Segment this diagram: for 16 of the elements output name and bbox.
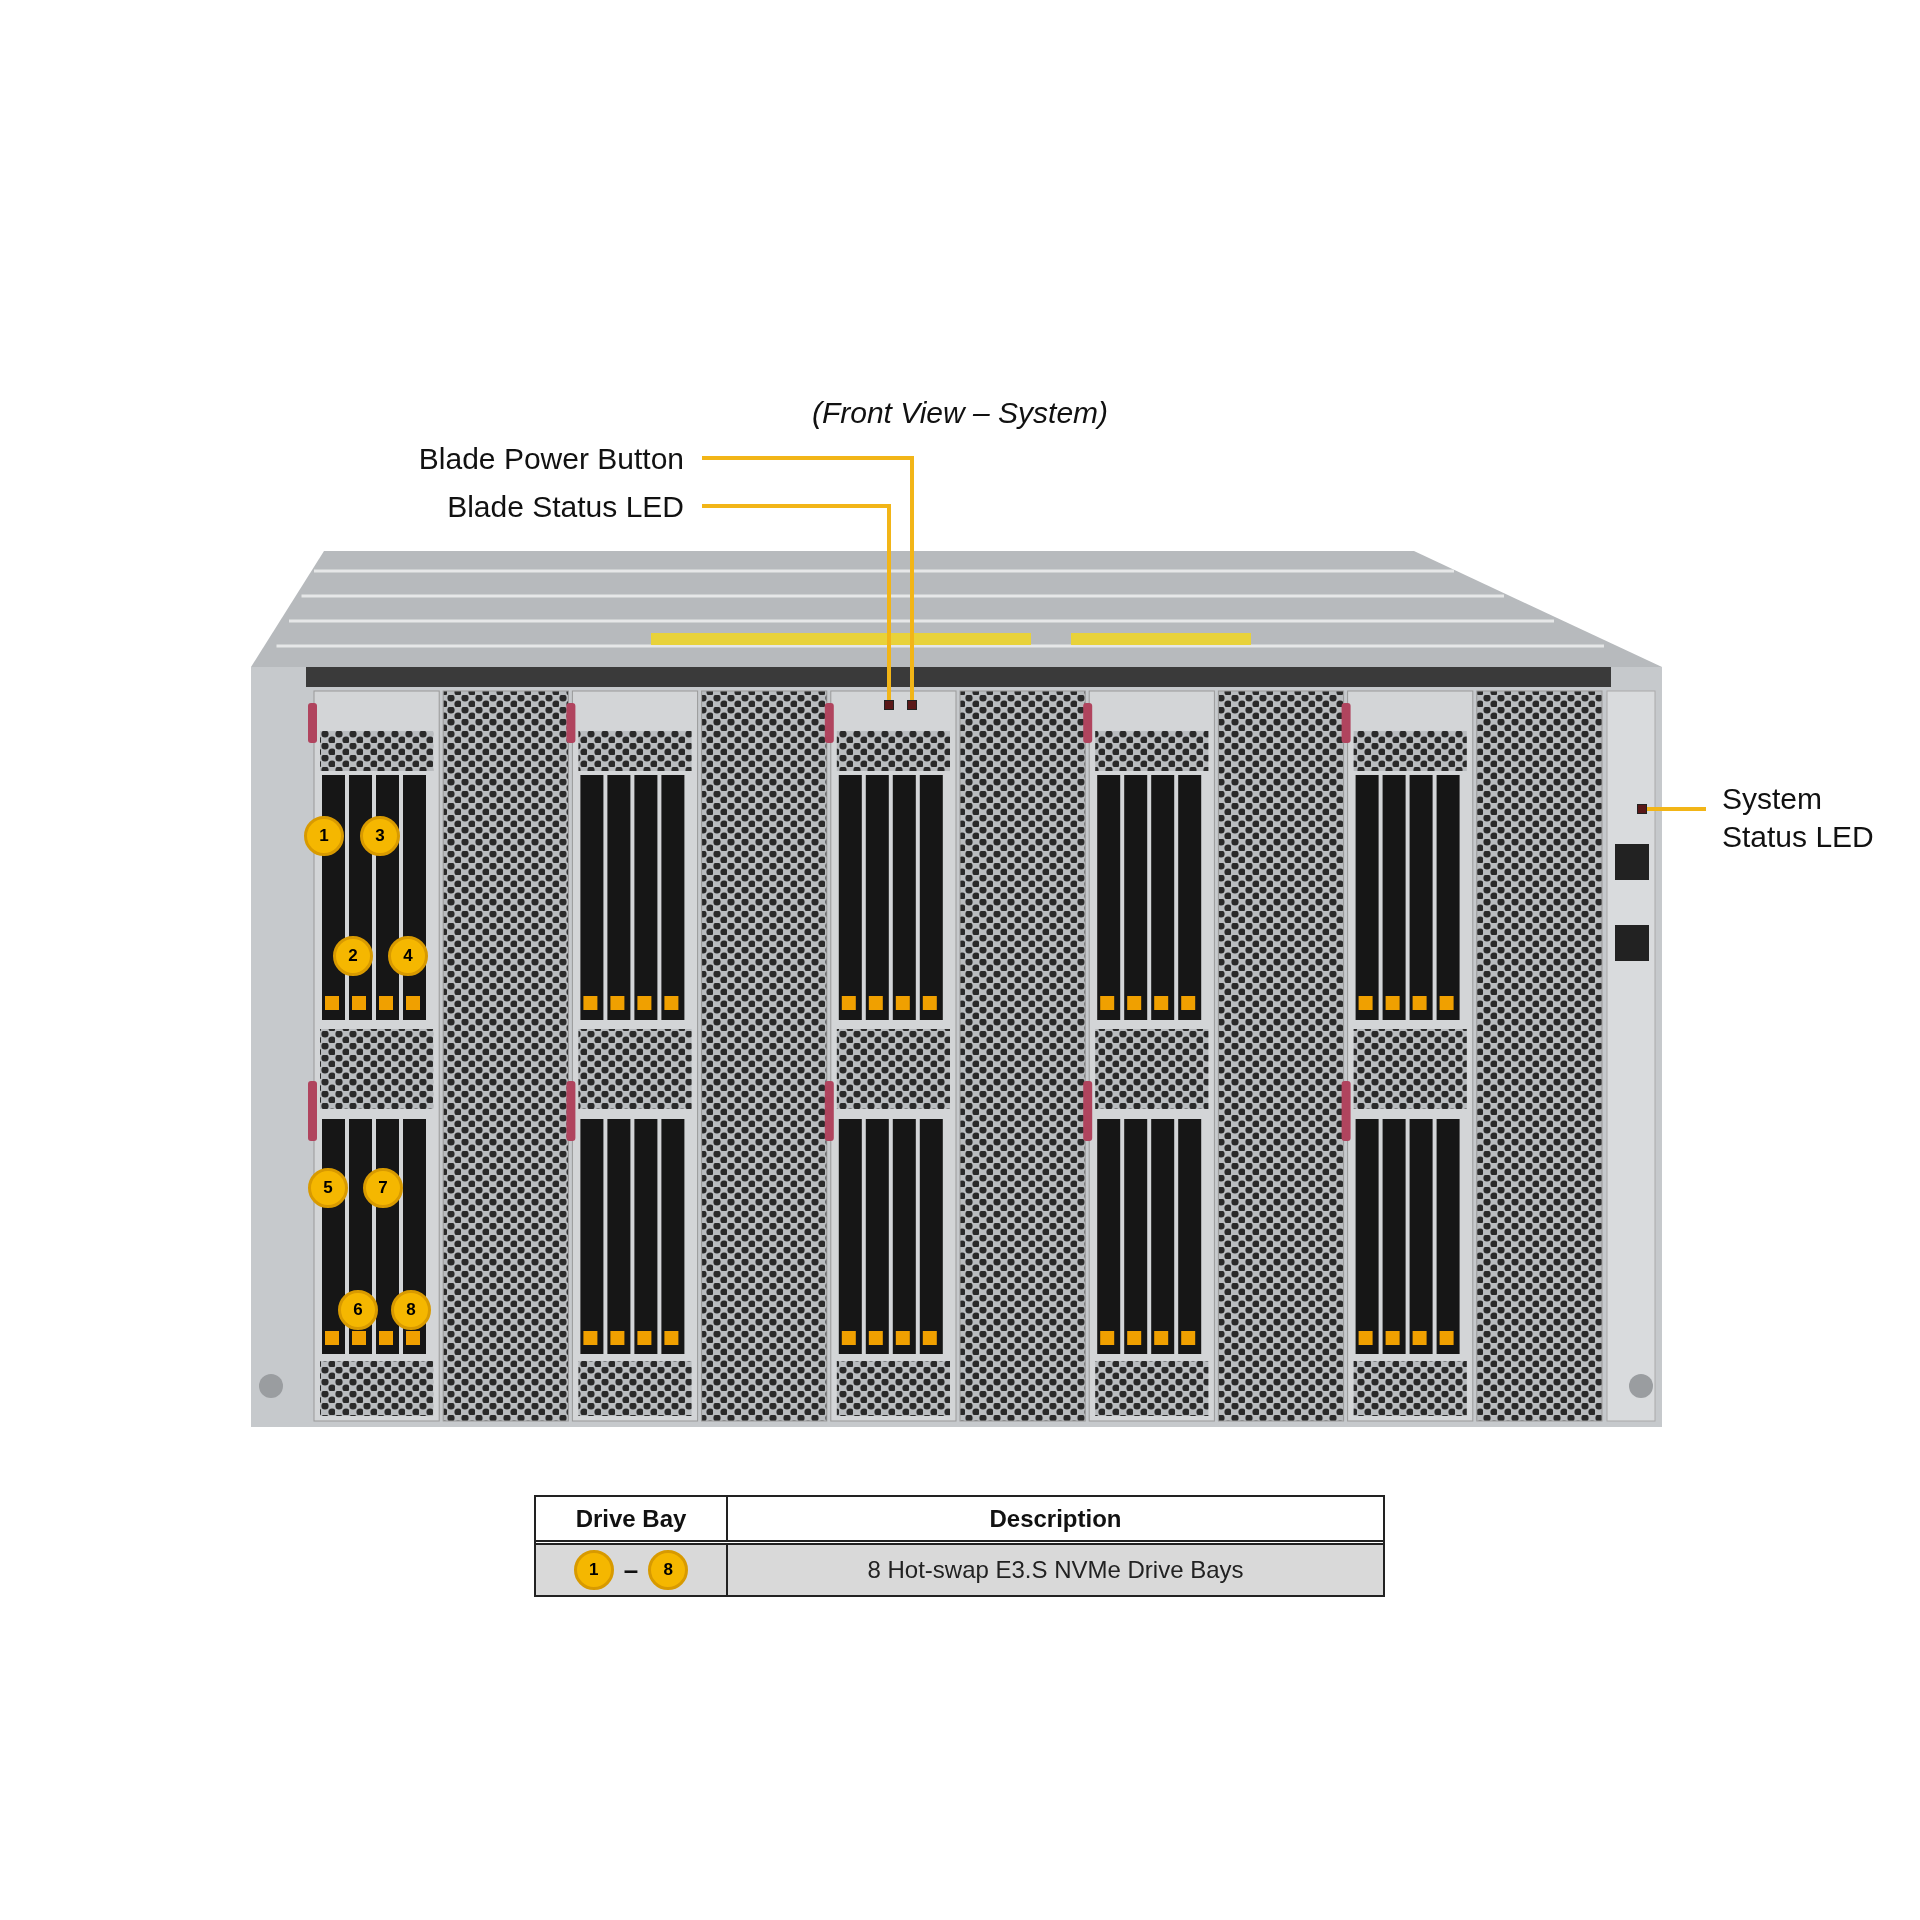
indicator-target (884, 700, 894, 710)
table-cell-text: 8 Hot-swap E3.S NVMe Drive Bays (866, 1555, 1245, 1585)
leader-line (702, 456, 914, 700)
callout-number: 1 (573, 1550, 614, 1590)
column-header: Description (988, 1503, 1123, 1534)
callout-text: System Status LED (1722, 780, 1902, 856)
column-header: Drive Bay (536, 1497, 728, 1540)
indicator-target (907, 700, 917, 710)
leader-line (702, 504, 891, 700)
diagram-title: (Front View – System) (810, 395, 1110, 431)
indicator-target (1637, 804, 1647, 814)
callout-text: Blade Power Button (392, 440, 684, 478)
range-dash: – (623, 1553, 639, 1587)
callout-text: Blade Status LED (392, 488, 684, 526)
callout-number: 8 (648, 1550, 689, 1590)
leader-line (1647, 807, 1706, 811)
